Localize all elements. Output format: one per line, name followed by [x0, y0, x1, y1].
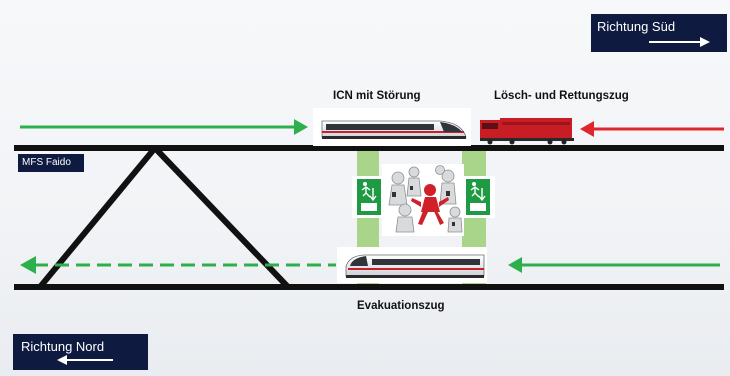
arrow-green-dashed-lower	[20, 256, 336, 274]
direction-north-box: Richtung Nord	[13, 334, 148, 370]
emergency-exit-sign-icon	[352, 176, 386, 218]
icn-train	[313, 108, 471, 146]
rescue-train	[480, 118, 574, 145]
rescue-train-caption: Lösch- und Rettungszug	[494, 90, 629, 102]
arrow-green-lower-right	[508, 257, 720, 273]
direction-north-label: Richtung Nord	[21, 339, 105, 354]
direction-south-box: Richtung Süd	[591, 14, 727, 52]
arrow-red-upper	[580, 121, 724, 137]
arrow-left-icon	[57, 355, 113, 365]
evacuation-crowd-illustration	[382, 164, 464, 236]
lower-track	[14, 284, 724, 290]
evacuation-train	[337, 247, 487, 283]
emergency-exit-sign-icon	[461, 176, 495, 218]
arrow-green-upper	[20, 119, 308, 135]
upper-track	[14, 145, 724, 151]
icn-train-caption: ICN mit Störung	[333, 90, 421, 102]
direction-south-label: Richtung Süd	[597, 19, 676, 34]
arrow-right-icon	[649, 37, 710, 47]
station-label-box: MFS Faido	[18, 154, 84, 172]
evacuation-train-caption: Evakuationszug	[357, 300, 445, 312]
